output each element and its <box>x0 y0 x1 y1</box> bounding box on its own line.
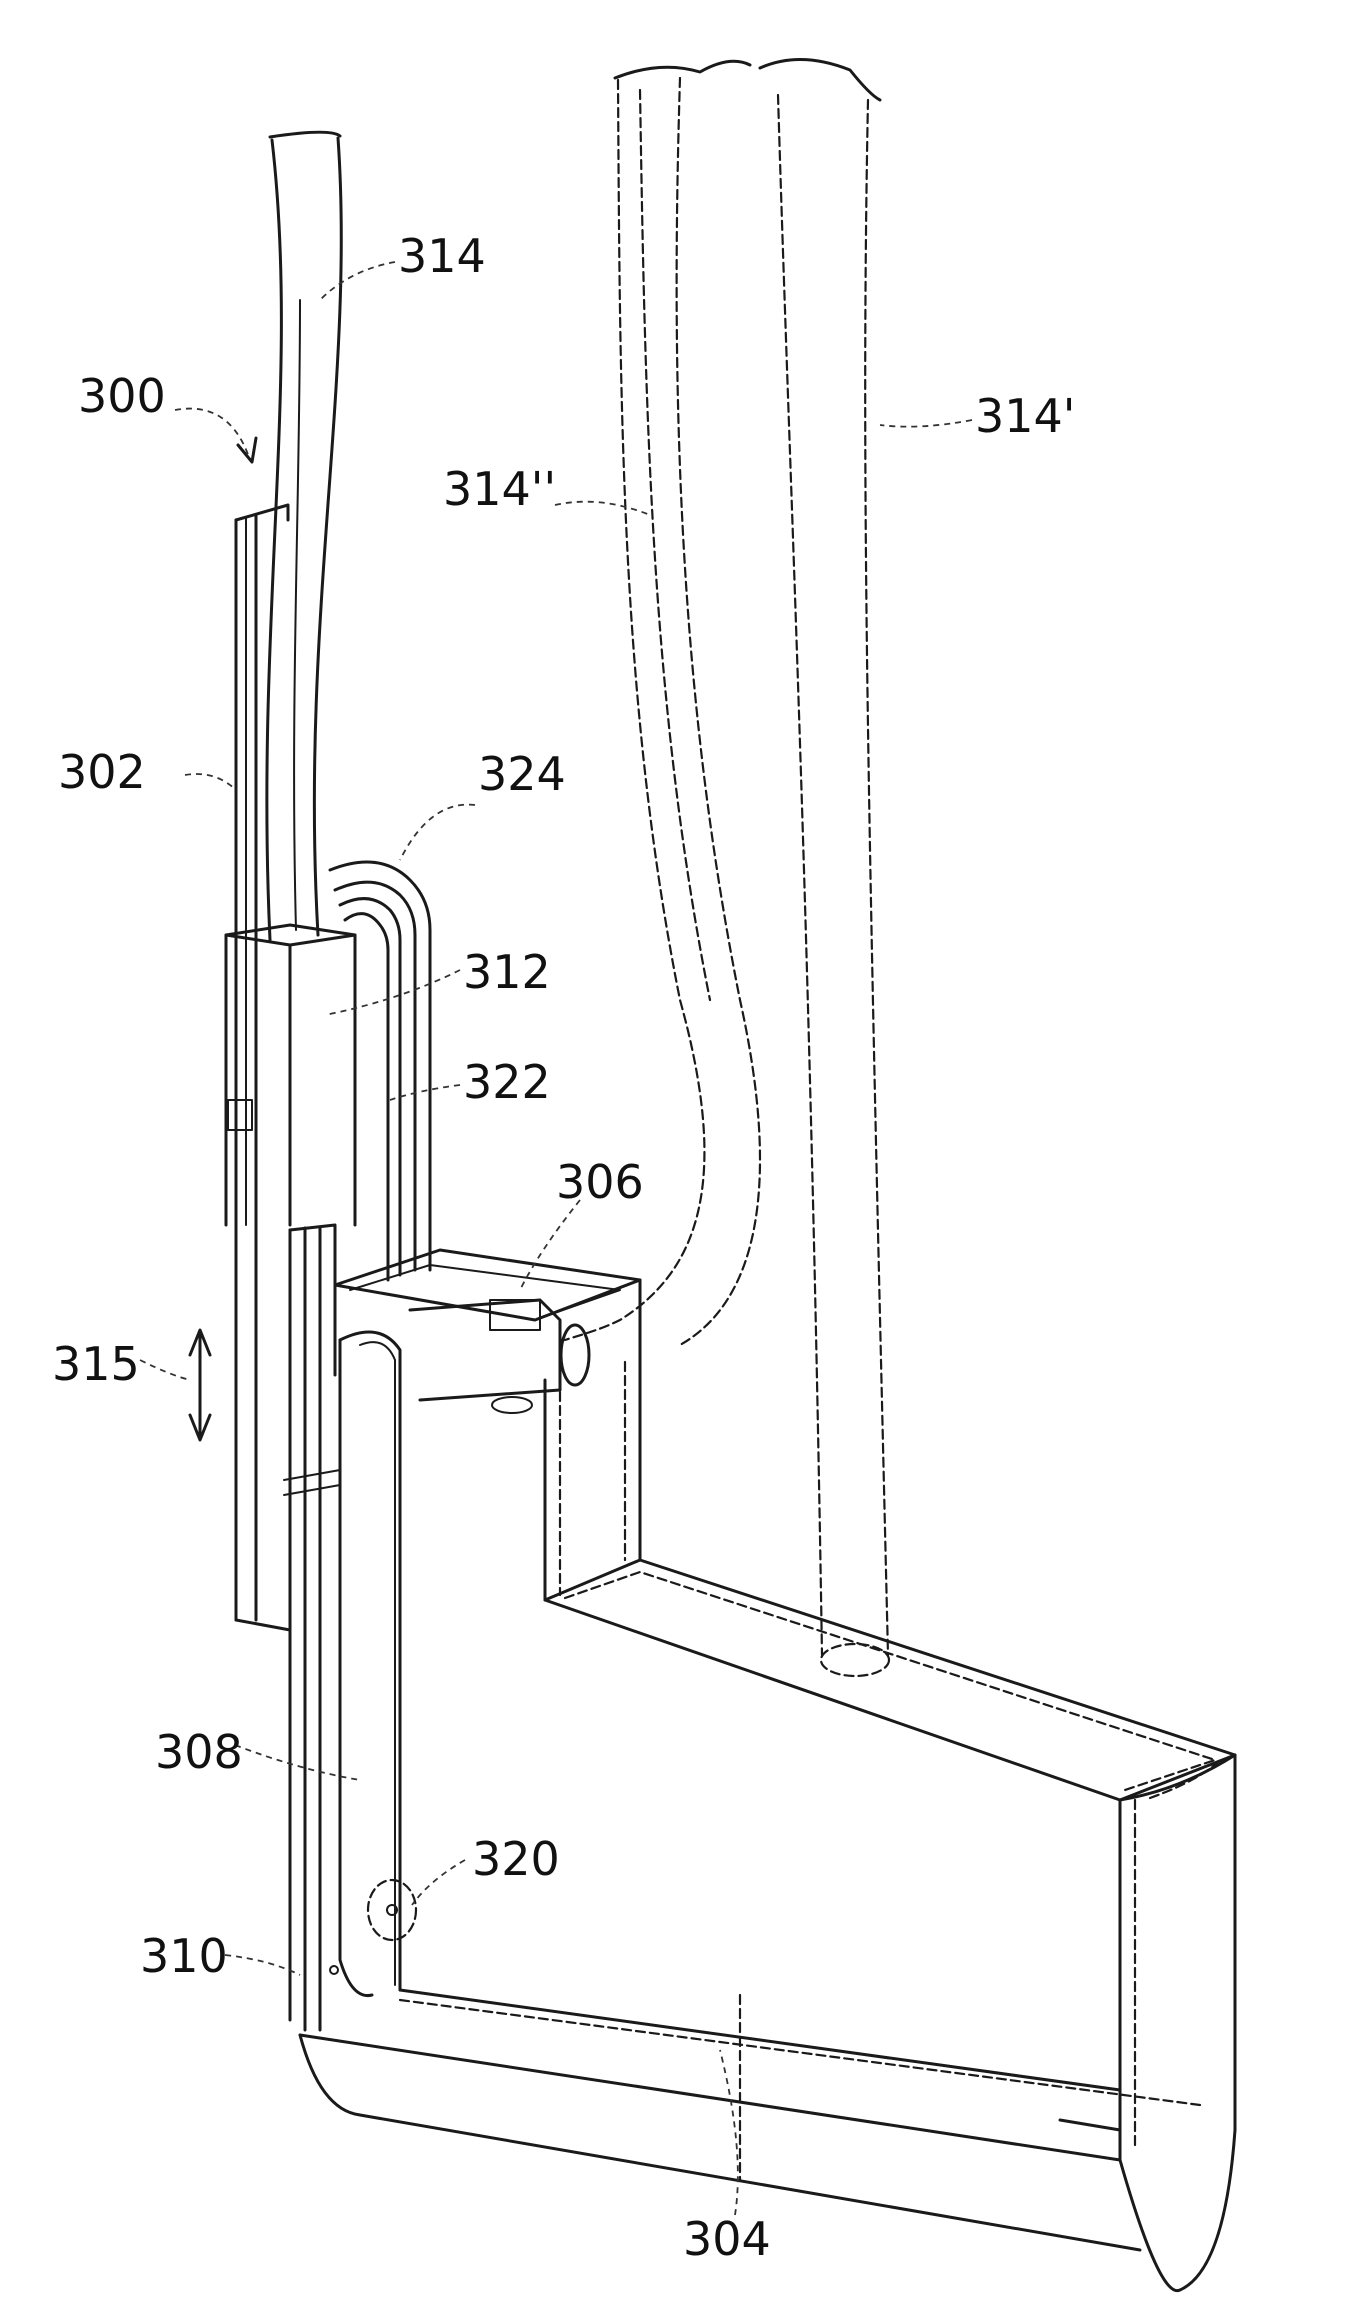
label-300: 300 <box>78 369 166 423</box>
housing-304 <box>300 1360 1235 2291</box>
plate-310 <box>284 1225 340 2030</box>
label-314p: 314' <box>975 389 1075 443</box>
label-310: 310 <box>140 1929 228 1983</box>
guide-324 <box>330 862 430 1280</box>
label-306: 306 <box>556 1155 644 1209</box>
label-315: 315 <box>52 1337 140 1391</box>
label-314pp: 314'' <box>443 462 556 516</box>
label-314: 314 <box>398 229 486 283</box>
label-324: 324 <box>478 747 566 801</box>
leader-lines <box>140 262 972 2215</box>
bracket-302 <box>236 505 290 1630</box>
label-302: 302 <box>58 745 146 799</box>
label-320: 320 <box>472 1832 560 1886</box>
label-322: 322 <box>463 1055 551 1109</box>
label-308: 308 <box>155 1725 243 1779</box>
arm-308 <box>340 1332 416 1996</box>
label-312: 312 <box>463 945 551 999</box>
cable-314pp <box>565 61 760 1345</box>
cable-314p <box>760 59 889 1676</box>
reference-labels: 300 314 314' 314'' 302 324 312 322 306 3… <box>52 229 1075 2266</box>
label-304: 304 <box>683 2212 771 2266</box>
arrow-315 <box>190 1330 210 1440</box>
cable-314 <box>267 132 341 940</box>
